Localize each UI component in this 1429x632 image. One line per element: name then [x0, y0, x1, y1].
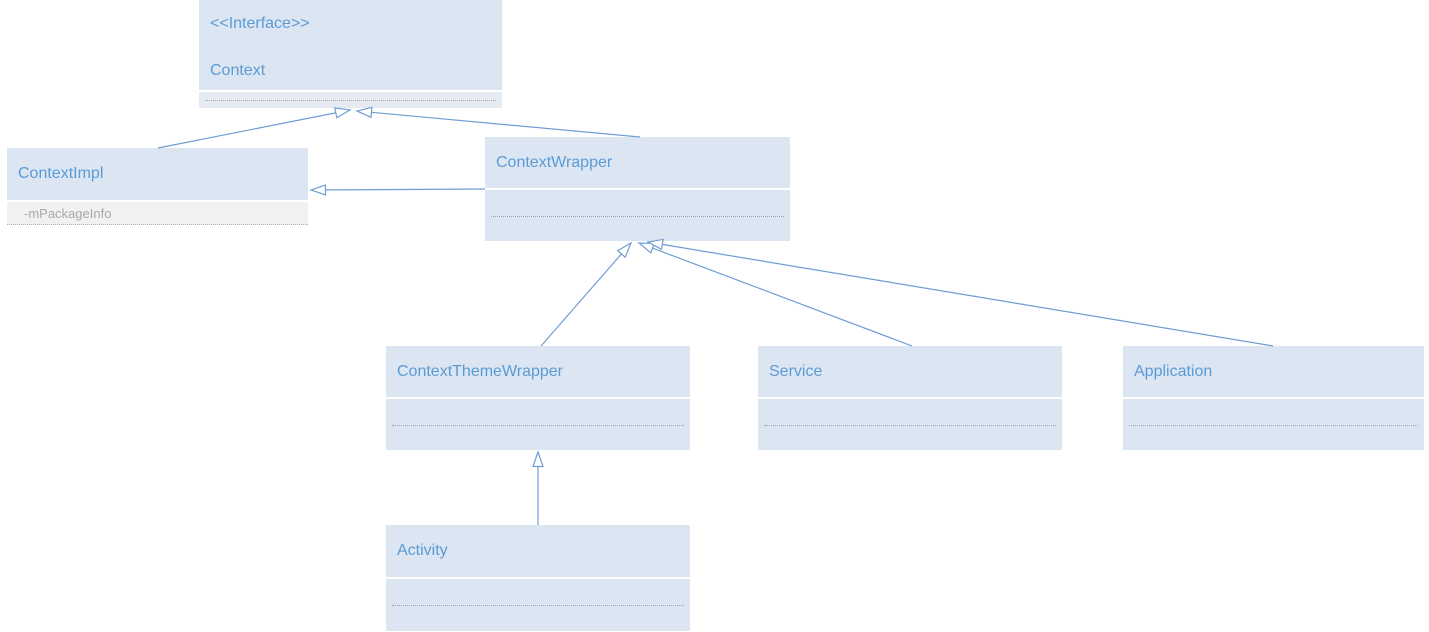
- class-name: ContextWrapper: [496, 153, 613, 171]
- generalization-contextthemewrapper-to-contextwrapper[interactable]: [540, 241, 633, 347]
- dotted-divider: [392, 605, 684, 606]
- compartment-separator: [7, 200, 308, 202]
- class-header: Application: [1123, 346, 1424, 397]
- class-box-contextthemewrapper[interactable]: ContextThemeWrapper: [386, 346, 690, 450]
- class-header: ContextThemeWrapper: [386, 346, 690, 397]
- class-stereotype: <<Interface>>: [210, 15, 310, 32]
- generalization-service-to-contextwrapper[interactable]: [637, 242, 913, 347]
- class-box-service[interactable]: Service: [758, 346, 1062, 450]
- class-header: <<Interface>> Context: [199, 0, 502, 90]
- class-name: Activity: [397, 542, 448, 559]
- class-name: Context: [210, 62, 266, 79]
- attributes-compartment: [1123, 399, 1424, 450]
- attributes-compartment: [386, 579, 690, 631]
- dotted-divider: [392, 424, 684, 426]
- class-box-context[interactable]: <<Interface>> Context: [199, 0, 502, 108]
- class-box-activity[interactable]: Activity: [386, 525, 690, 631]
- class-name: Application: [1134, 362, 1213, 380]
- attributes-compartment: -mPackageInfo: [7, 202, 308, 225]
- class-header: Activity: [386, 525, 690, 577]
- class-box-contextimpl[interactable]: ContextImpl -mPackageInfo: [7, 148, 308, 225]
- attributes-compartment: [199, 92, 502, 108]
- compartment-separator: [1123, 397, 1424, 399]
- attributes-compartment: [485, 190, 790, 241]
- class-header: ContextImpl: [7, 148, 308, 200]
- generalization-application-to-contextwrapper[interactable]: [646, 238, 1274, 347]
- attributes-compartment: [386, 399, 690, 450]
- compartment-separator: [485, 188, 790, 190]
- class-name: Service: [769, 362, 823, 380]
- class-header: Service: [758, 346, 1062, 397]
- class-box-application[interactable]: Application: [1123, 346, 1424, 450]
- dotted-divider: [491, 215, 784, 217]
- dotted-divider: [205, 100, 496, 101]
- class-attribute: -mPackageInfo: [24, 205, 112, 221]
- dotted-divider: [764, 424, 1056, 426]
- class-box-contextwrapper[interactable]: ContextWrapper: [485, 137, 790, 241]
- compartment-separator: [758, 397, 1062, 399]
- dotted-divider: [1129, 424, 1418, 426]
- generalization-contextimpl-to-context[interactable]: [157, 107, 352, 149]
- compartment-separator: [199, 90, 502, 92]
- compartment-separator: [386, 577, 690, 579]
- class-name: ContextThemeWrapper: [397, 362, 563, 380]
- generalization-contextwrapper-to-contextimpl[interactable]: [309, 184, 486, 196]
- attributes-compartment: [758, 399, 1062, 450]
- compartment-separator: [386, 397, 690, 399]
- generalization-contextwrapper-to-context[interactable]: [355, 106, 641, 138]
- class-header: ContextWrapper: [485, 137, 790, 188]
- class-name: ContextImpl: [18, 165, 104, 182]
